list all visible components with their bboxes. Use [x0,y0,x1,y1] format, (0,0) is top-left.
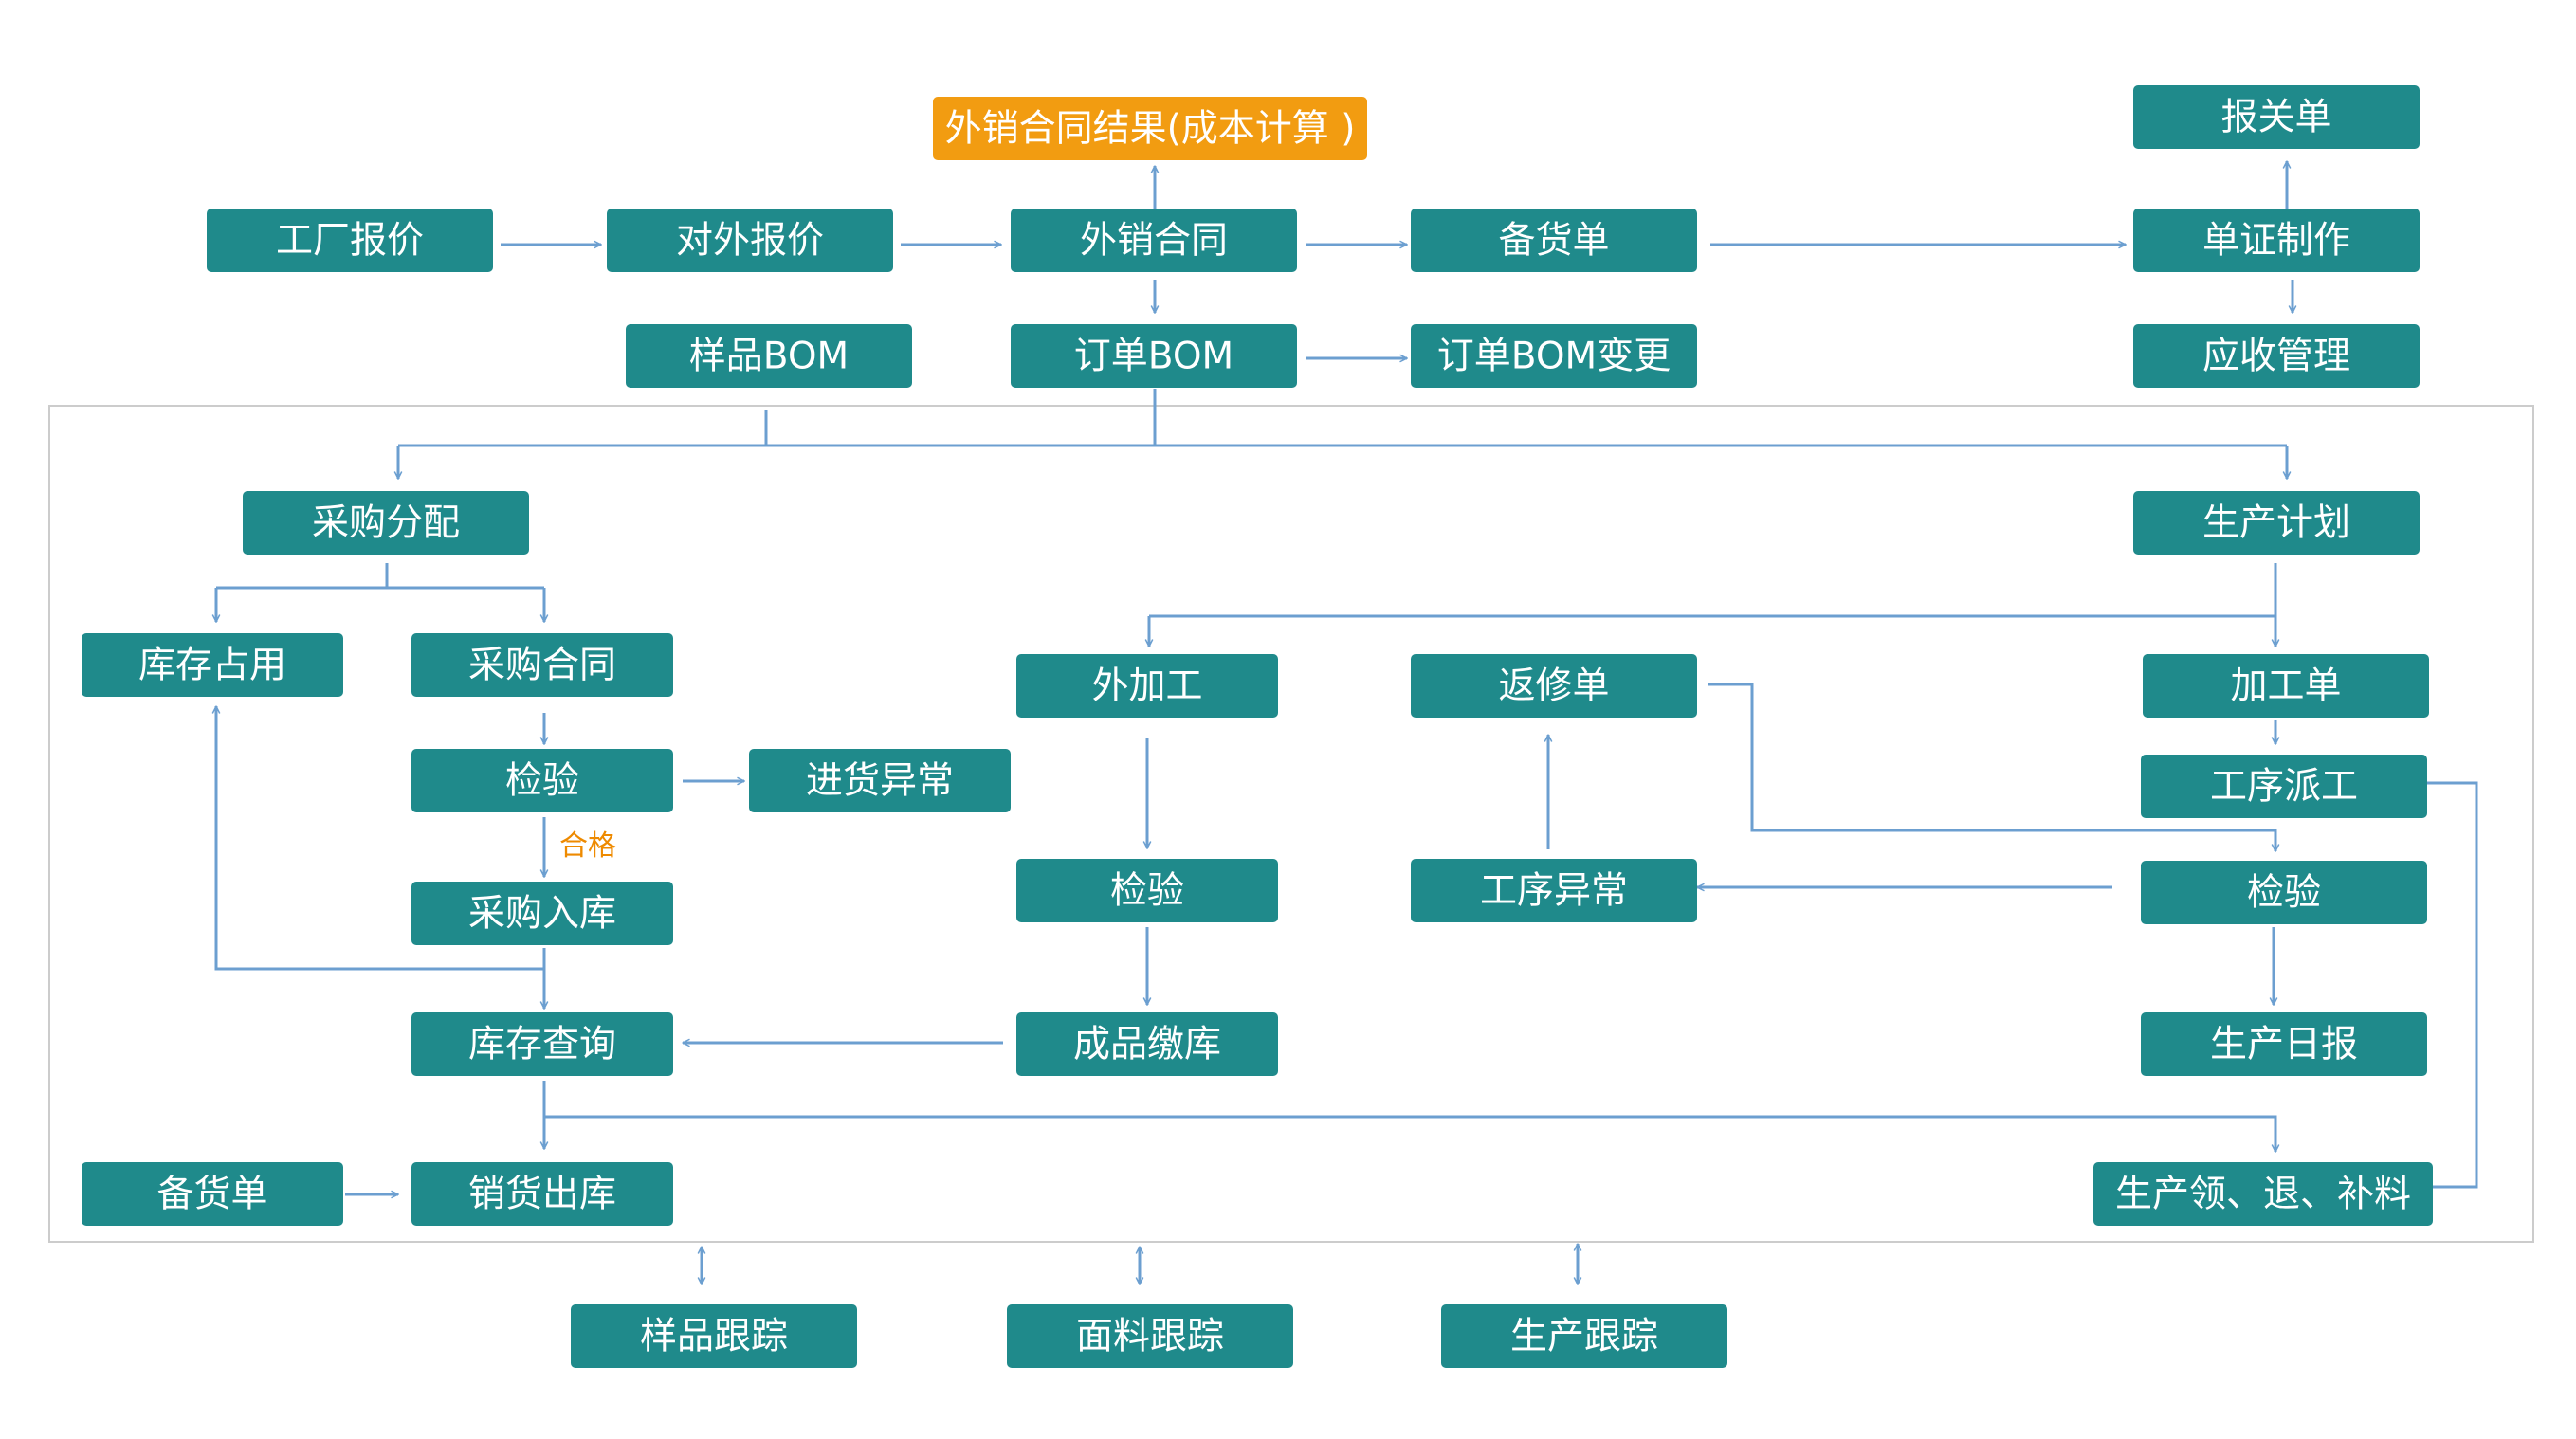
node-order-bom-label: 订单BOM [1074,336,1233,378]
node-process-exception[interactable]: 工序异常 [1411,859,1697,922]
process-frame [48,405,2534,1243]
node-contract-result[interactable]: 外销合同结果(成本计算 ) [933,97,1367,160]
edge-rework-to-inspection [1708,683,2275,851]
node-material-issue[interactable]: 生产领、退、补料 [2093,1162,2433,1226]
node-sample-bom[interactable]: 样品BOM [626,324,912,388]
node-inspection-outsourcing-label: 检验 [1110,870,1184,913]
node-purchase-inbound[interactable]: 采购入库 [411,882,673,945]
node-incoming-exception-label: 进货异常 [806,760,954,803]
node-order-bom-change-label: 订单BOM变更 [1437,336,1671,378]
node-production-daily[interactable]: 生产日报 [2141,1012,2427,1076]
node-finished-goods-inbound-label: 成品缴库 [1073,1024,1221,1066]
node-inspection-purchase[interactable]: 检验 [411,749,673,812]
node-fabric-tracking[interactable]: 面料跟踪 [1007,1304,1293,1368]
node-factory-quote-label: 工厂报价 [276,220,424,263]
edge-inbound-to-stock-occupy [216,706,546,971]
node-incoming-exception[interactable]: 进货异常 [749,749,1011,812]
node-production-daily-label: 生产日报 [2210,1024,2358,1066]
node-material-issue-label: 生产领、退、补料 [2115,1174,2411,1216]
node-processing-order[interactable]: 加工单 [2143,654,2429,718]
node-external-quote-label: 对外报价 [676,220,824,263]
node-export-contract-label: 外销合同 [1080,220,1228,263]
node-process-exception-label: 工序异常 [1480,870,1628,913]
node-purchase-allocation[interactable]: 采购分配 [243,491,529,555]
node-stock-order-bottom[interactable]: 备货单 [82,1162,343,1226]
node-stock-order-top[interactable]: 备货单 [1411,209,1697,272]
edge-dispatch-to-material [2418,781,2478,1187]
node-production-plan-label: 生产计划 [2202,502,2350,545]
node-fabric-tracking-label: 面料跟踪 [1076,1316,1224,1358]
node-sample-tracking-label: 样品跟踪 [640,1316,788,1358]
node-inspection-production-label: 检验 [2247,872,2321,915]
node-purchase-contract-label: 采购合同 [468,645,616,687]
node-stock-order-top-label: 备货单 [1498,220,1609,263]
node-document-making[interactable]: 单证制作 [2133,209,2420,272]
node-external-quote[interactable]: 对外报价 [607,209,893,272]
node-inspection-purchase-label: 检验 [505,760,579,803]
edge-plan-bus [1149,563,2277,618]
node-order-bom-change[interactable]: 订单BOM变更 [1411,324,1697,388]
node-receivables[interactable]: 应收管理 [2133,324,2420,388]
node-order-bom[interactable]: 订单BOM [1011,324,1297,388]
node-stock-occupy-label: 库存占用 [138,645,286,687]
node-process-dispatch[interactable]: 工序派工 [2141,755,2427,818]
node-finished-goods-inbound[interactable]: 成品缴库 [1016,1012,1278,1076]
node-stock-order-bottom-label: 备货单 [156,1174,267,1216]
node-sales-outbound[interactable]: 销货出库 [411,1162,673,1226]
node-stock-occupy[interactable]: 库存占用 [82,633,343,697]
qualified-label: 合格 [559,829,616,863]
node-stock-query-label: 库存查询 [468,1024,616,1066]
connectors [216,161,2478,1284]
node-sample-bom-label: 样品BOM [689,336,849,378]
node-inspection-production[interactable]: 检验 [2141,861,2427,924]
edge-allocation-split [216,563,544,590]
node-rework-order[interactable]: 返修单 [1411,654,1697,718]
node-purchase-inbound-label: 采购入库 [468,893,616,936]
node-purchase-contract[interactable]: 采购合同 [411,633,673,697]
node-receivables-label: 应收管理 [2202,336,2350,378]
node-processing-order-label: 加工单 [2230,665,2341,708]
node-production-tracking[interactable]: 生产跟踪 [1441,1304,1727,1368]
node-document-making-label: 单证制作 [2202,220,2350,263]
node-contract-result-label: 外销合同结果(成本计算 ) [945,108,1356,151]
node-export-contract[interactable]: 外销合同 [1011,209,1297,272]
node-outsourcing-label: 外加工 [1091,665,1202,708]
node-inspection-outsourcing[interactable]: 检验 [1016,859,1278,922]
node-production-plan[interactable]: 生产计划 [2133,491,2420,555]
node-customs-declaration[interactable]: 报关单 [2133,85,2420,149]
node-customs-declaration-label: 报关单 [2220,97,2331,139]
node-sales-outbound-label: 销货出库 [468,1174,616,1216]
node-outsourcing[interactable]: 外加工 [1016,654,1278,718]
node-factory-quote[interactable]: 工厂报价 [207,209,493,272]
edge-bom-bus [398,389,2287,447]
node-rework-order-label: 返修单 [1498,665,1609,708]
node-stock-query[interactable]: 库存查询 [411,1012,673,1076]
node-process-dispatch-label: 工序派工 [2210,766,2358,809]
node-purchase-allocation-label: 采购分配 [312,502,460,545]
edge-query-to-material [544,1115,2275,1152]
node-production-tracking-label: 生产跟踪 [1510,1316,1658,1358]
node-sample-tracking[interactable]: 样品跟踪 [571,1304,857,1368]
